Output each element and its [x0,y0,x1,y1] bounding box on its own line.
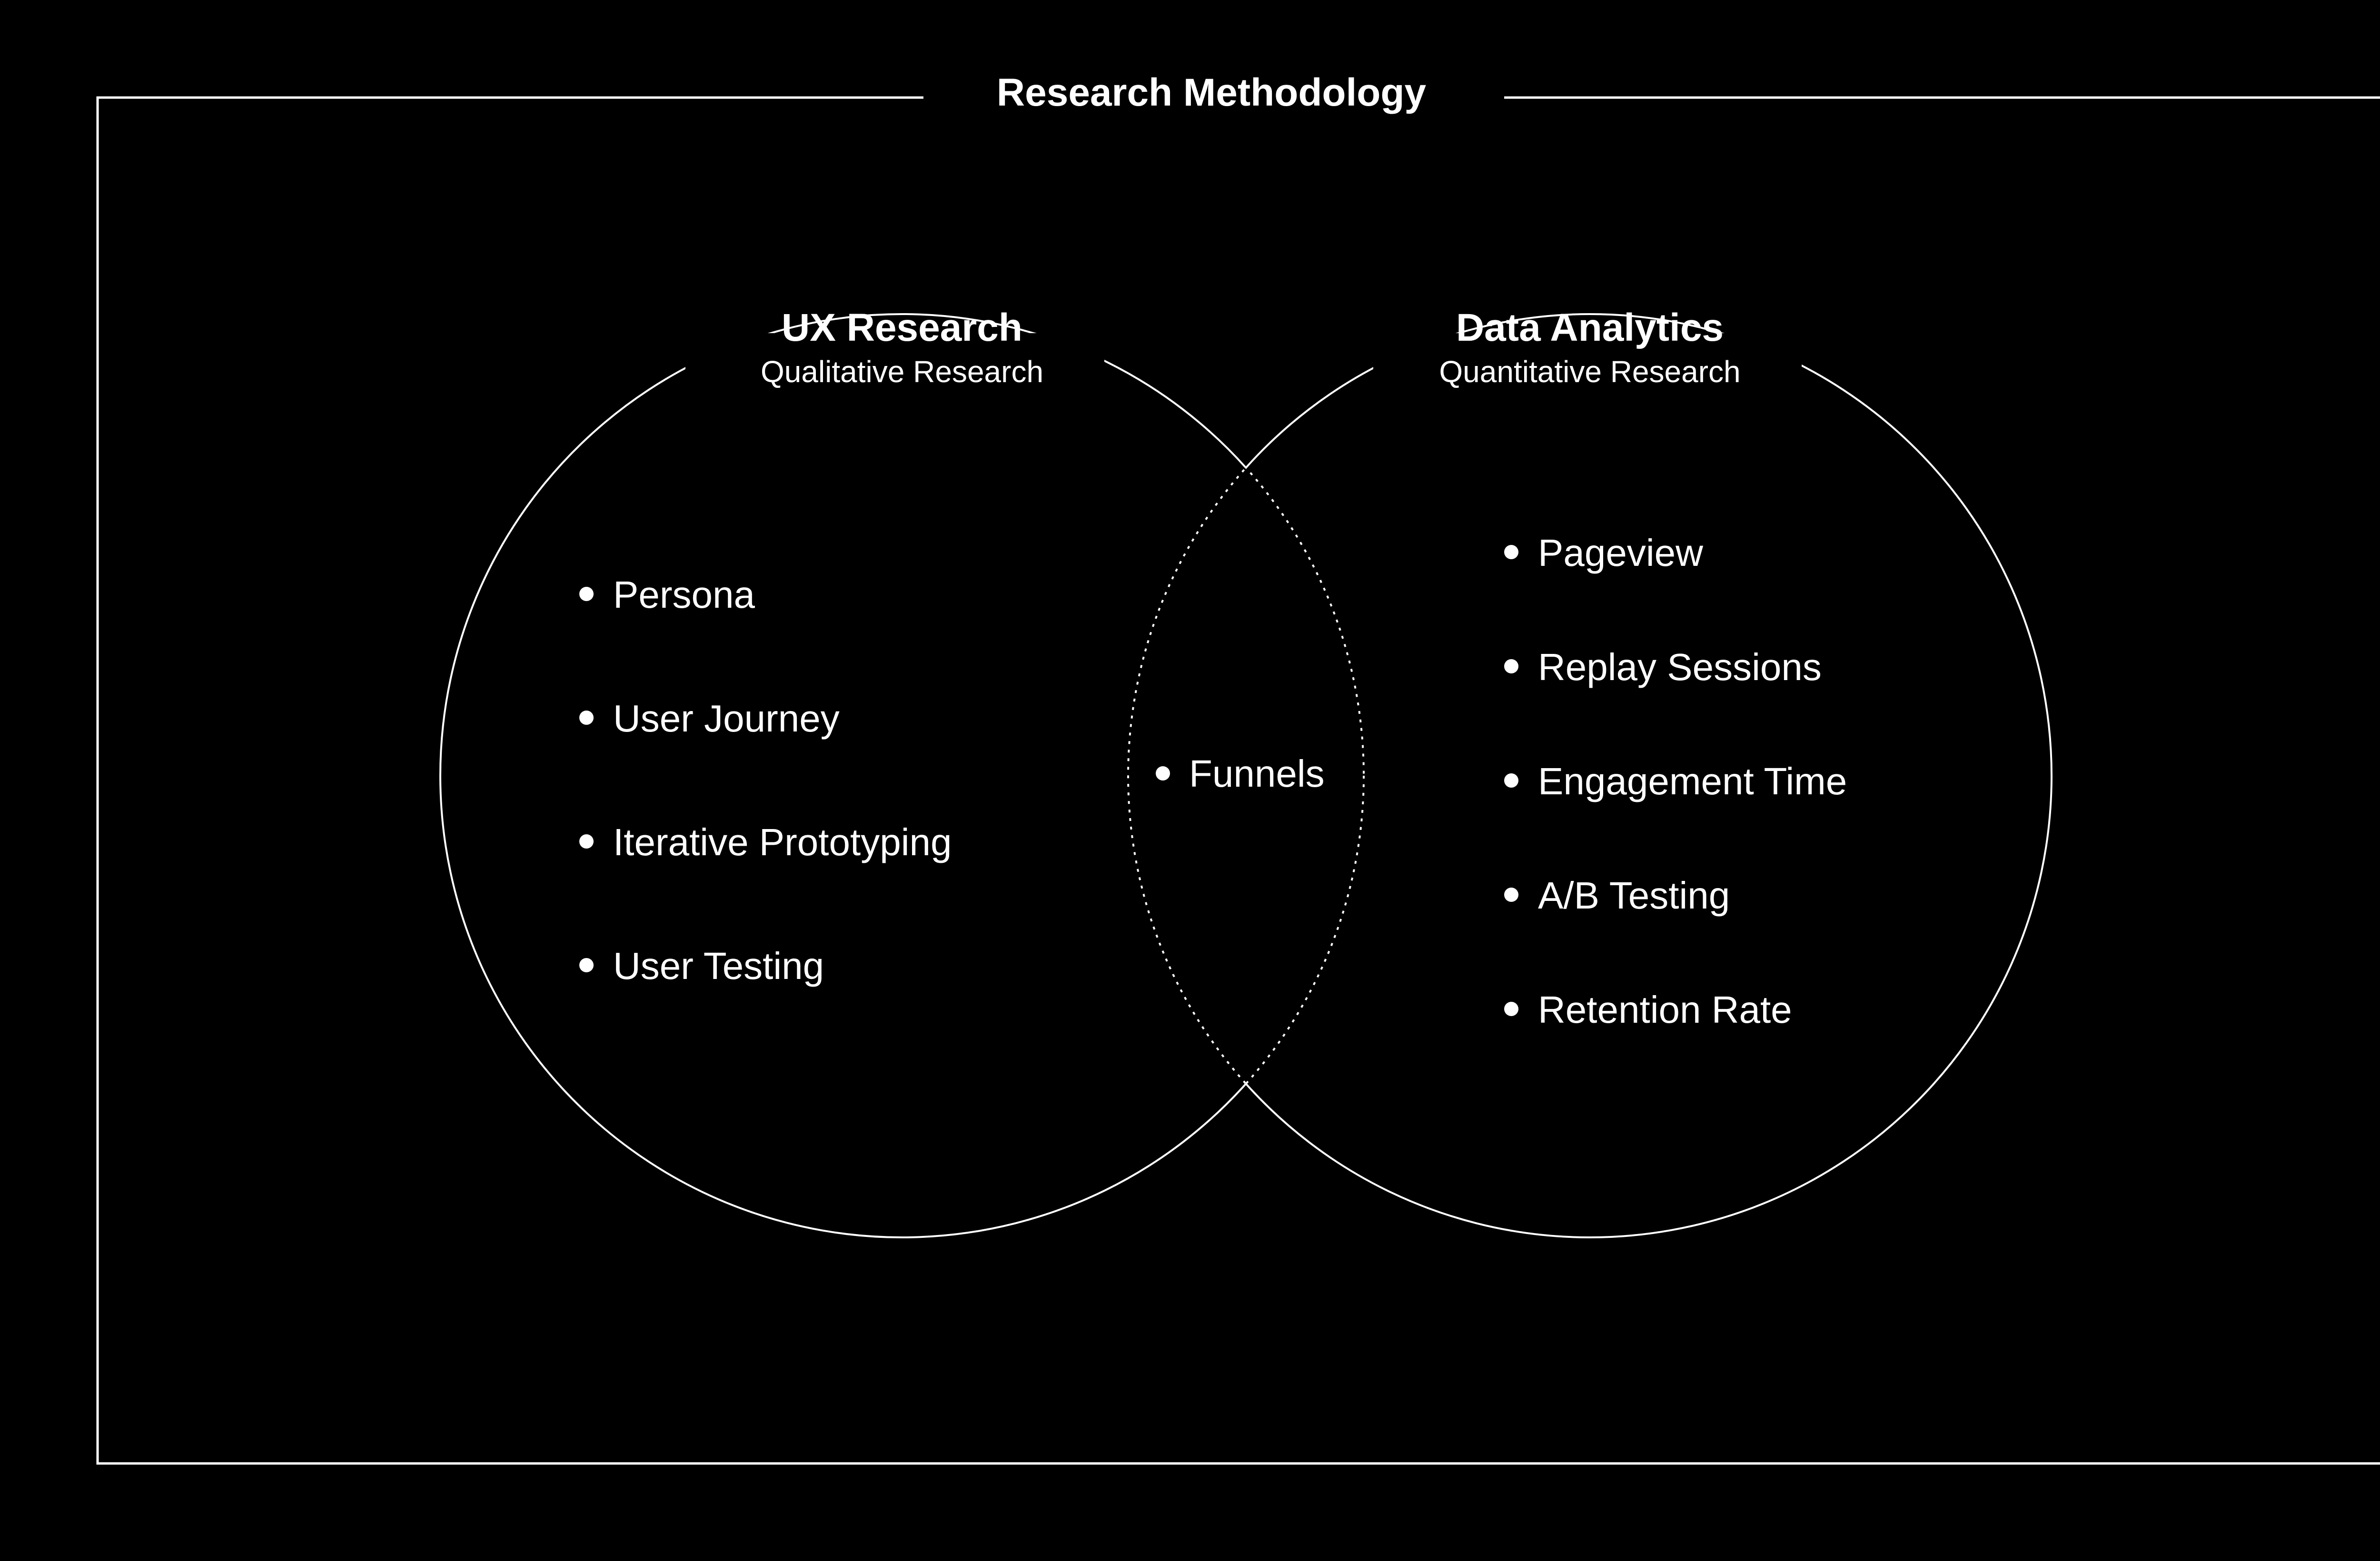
bullet-icon [579,834,594,849]
list-item-label: Iterative Prototyping [613,821,952,863]
list-item-label: Retention Rate [1538,988,1792,1031]
bullet-icon [579,711,594,725]
bullet-icon [1156,766,1170,780]
bullet-icon [1504,888,1518,902]
bullet-icon [1504,1002,1518,1016]
list-item-label: Replay Sessions [1538,646,1822,688]
list-item-label: Funnels [1189,752,1325,795]
list-item-label: Engagement Time [1538,760,1847,802]
list-item: Persona [579,573,755,616]
list-item-label: Persona [613,573,755,616]
data-analytics-item-list: Pageview Replay Sessions Engagement Time… [1504,532,1847,1031]
page-title: Research Methodology [997,71,1427,114]
data-analytics-circle [1245,313,2053,1238]
data-analytics-circle-overlap-arc [1127,314,1364,1237]
bullet-icon [579,958,594,972]
bullet-icon [579,587,594,601]
frame-border [96,96,2380,1465]
set-subtitle-ux-research: Qualitative Research [761,355,1043,389]
list-item-label: A/B Testing [1538,874,1730,917]
intersection-item-list: Funnels [1156,752,1325,795]
list-item: Funnels [1156,752,1325,795]
ux-research-item-list: Persona User Journey Iterative Prototypi… [579,573,952,987]
set-title-ux-research: UX Research [782,306,1022,349]
list-item-label: Pageview [1538,532,1703,574]
list-item: A/B Testing [1504,874,1730,917]
list-item: Replay Sessions [1504,646,1822,688]
set-title-data-analytics: Data Analytics [1456,306,1724,349]
list-item: User Testing [579,945,824,987]
bullet-icon [1504,545,1518,559]
ux-research-circle [439,313,1247,1238]
list-item-label: User Journey [613,697,840,740]
list-item-label: User Testing [613,945,824,987]
list-item: Iterative Prototyping [579,821,952,863]
bullet-icon [1504,659,1518,673]
list-item: Retention Rate [1504,988,1792,1031]
ux-research-circle-overlap-arc [1128,314,1365,1237]
set-subtitle-data-analytics: Quantitative Research [1439,355,1740,389]
list-item: Pageview [1504,532,1703,574]
list-item: Engagement Time [1504,760,1847,802]
bullet-icon [1504,773,1518,788]
list-item: User Journey [579,697,840,740]
